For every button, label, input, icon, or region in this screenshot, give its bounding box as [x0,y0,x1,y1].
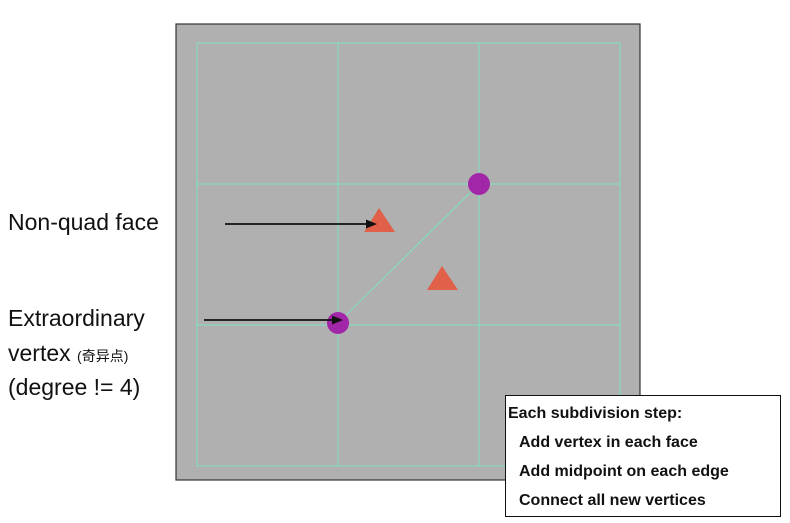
info-step-3: Connect all new vertices [519,492,706,509]
arrow-non-quad-head [366,219,377,229]
info-step-1: Add vertex in each face [519,434,698,451]
extraordinary-chinese-label: (奇异点) [77,348,129,364]
extraordinary-vertex-top [468,173,490,195]
extraordinary-vertex-bottom [327,312,349,334]
extraordinary-label-line1: Extraordinary [8,305,145,331]
diagonal-edge [337,183,480,324]
extraordinary-label-line3: (degree != 4) [8,374,141,400]
non-quad-face-label: Non-quad face [8,209,159,235]
subdivision-info-box: Each subdivision step: Add vertex in eac… [505,395,781,517]
info-box-title: Each subdivision step: [508,405,683,422]
extraordinary-label-line2: vertex (奇异点) [8,337,128,372]
info-step-2: Add midpoint on each edge [519,463,729,480]
extraordinary-vertex-word: vertex [8,340,78,366]
face-marker-lower [427,266,458,290]
grid-boundary [196,42,621,467]
arrow-extraordinary-head [332,315,343,325]
